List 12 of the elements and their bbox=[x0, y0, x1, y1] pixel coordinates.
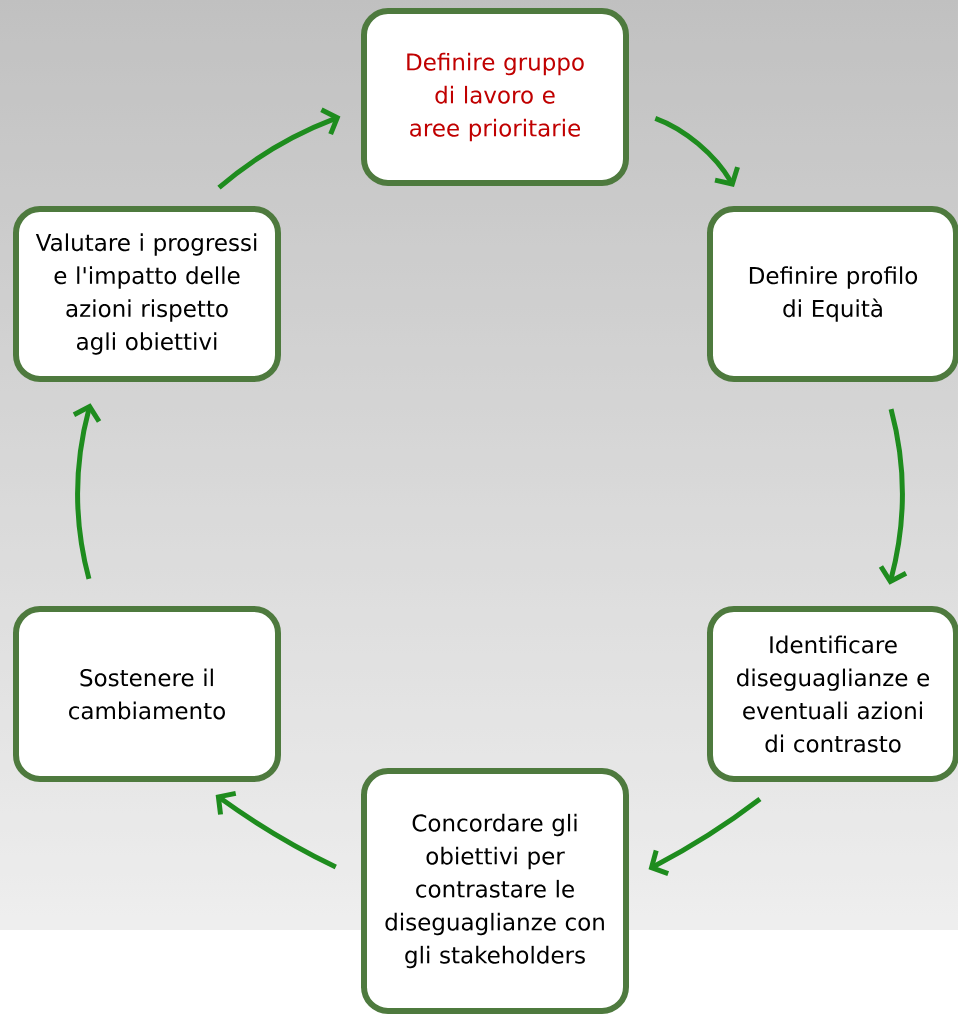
process-box: Concordare gli obiettivi per contrastare le diseguaglianze con gli stakeholders bbox=[361, 768, 629, 1014]
process-box: Valutare i progressi e l'impatto delle azioni rispetto agli obiettivi bbox=[13, 206, 281, 382]
process-box: Definire profilo di Equità bbox=[707, 206, 958, 382]
arrow bbox=[215, 790, 337, 870]
arrow bbox=[217, 107, 341, 190]
arrow bbox=[72, 403, 102, 580]
arrow bbox=[878, 408, 908, 585]
process-box: Identificare diseguaglianze e eventuali azioni di contrasto bbox=[707, 606, 958, 782]
arrow bbox=[648, 797, 762, 876]
process-box: Sostenere il cambiamento bbox=[13, 606, 281, 782]
arrow bbox=[654, 116, 740, 187]
process-box: Definire gruppo di lavoro e aree prioritarie bbox=[361, 8, 629, 186]
